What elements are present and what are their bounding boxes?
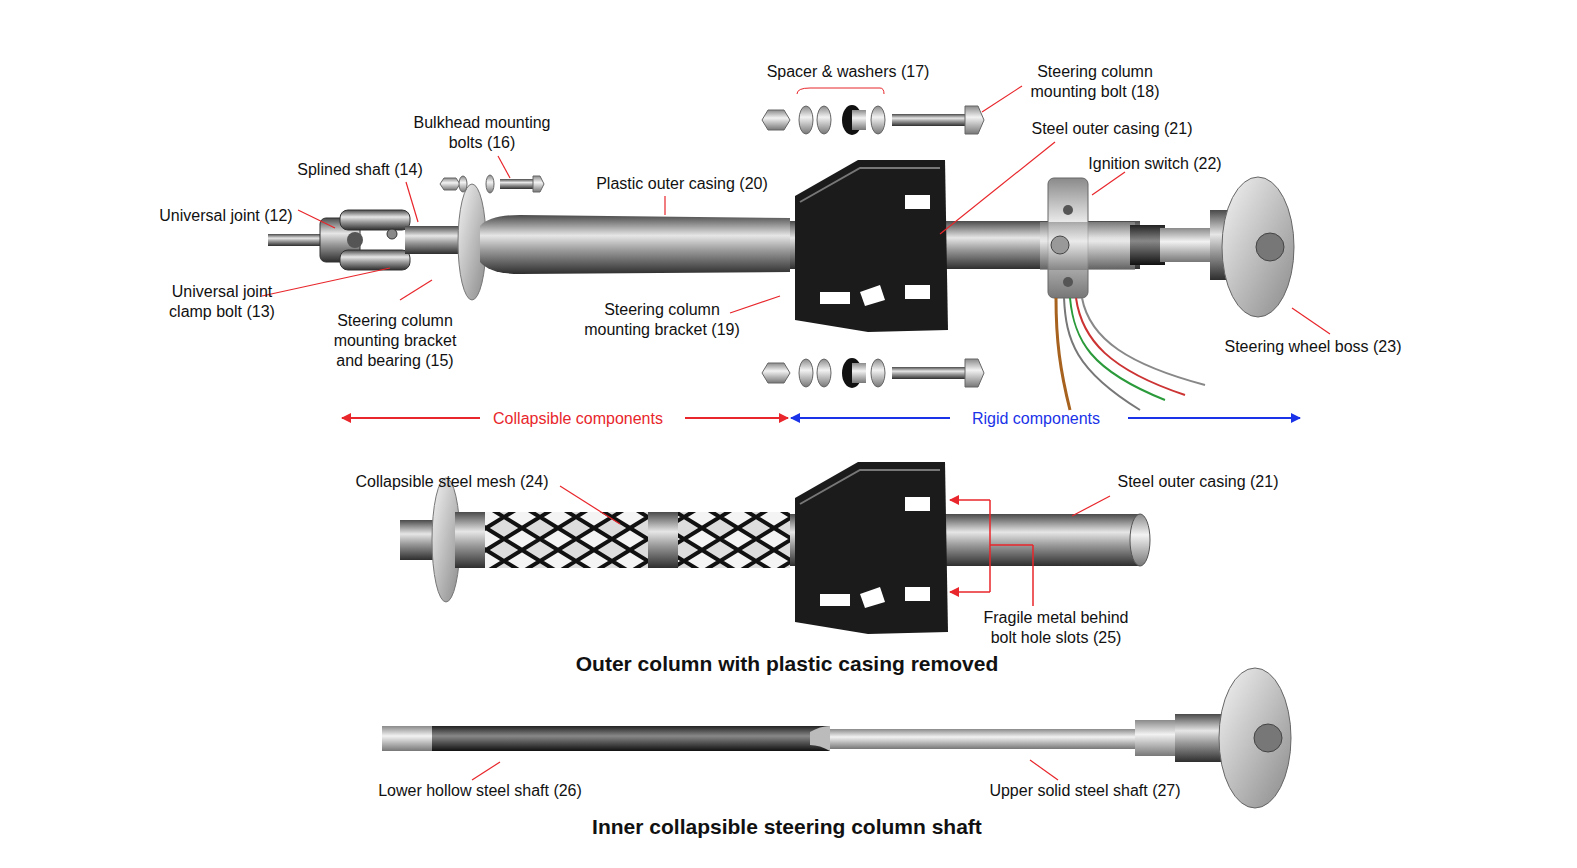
- part-label: Steering column mounting bracket and bea…: [323, 311, 468, 371]
- part-label: Steering column mounting bracket (19): [575, 300, 750, 340]
- part-label: Lower hollow steel shaft (26): [350, 781, 610, 801]
- section-heading: Inner collapsible steering column shaft: [487, 814, 1087, 840]
- part-label: Steel outer casing (21): [992, 119, 1232, 139]
- part-label: Steering wheel boss (23): [1193, 337, 1433, 357]
- part-label: Fragile metal behind bolt hole slots (25…: [971, 608, 1141, 648]
- part-label: Splined shaft (14): [260, 160, 460, 180]
- part-label: Universal joint clamp bolt (13): [152, 282, 292, 322]
- zone-label: Collapsible components: [478, 409, 678, 429]
- part-label: Plastic outer casing (20): [562, 174, 802, 194]
- part-label: Collapsible steel mesh (24): [332, 472, 572, 492]
- part-label: Bulkhead mounting bolts (16): [402, 113, 562, 153]
- part-label: Spacer & washers (17): [738, 62, 958, 82]
- part-label: Steel outer casing (21): [1088, 472, 1308, 492]
- part-label: Ignition switch (22): [1055, 154, 1255, 174]
- part-label: Universal joint (12): [126, 206, 326, 226]
- part-label: Steering column mounting bolt (18): [1020, 62, 1170, 102]
- zone-label: Rigid components: [951, 409, 1121, 429]
- section-heading: Outer column with plastic casing removed: [487, 651, 1087, 677]
- part-label: Upper solid steel shaft (27): [955, 781, 1215, 801]
